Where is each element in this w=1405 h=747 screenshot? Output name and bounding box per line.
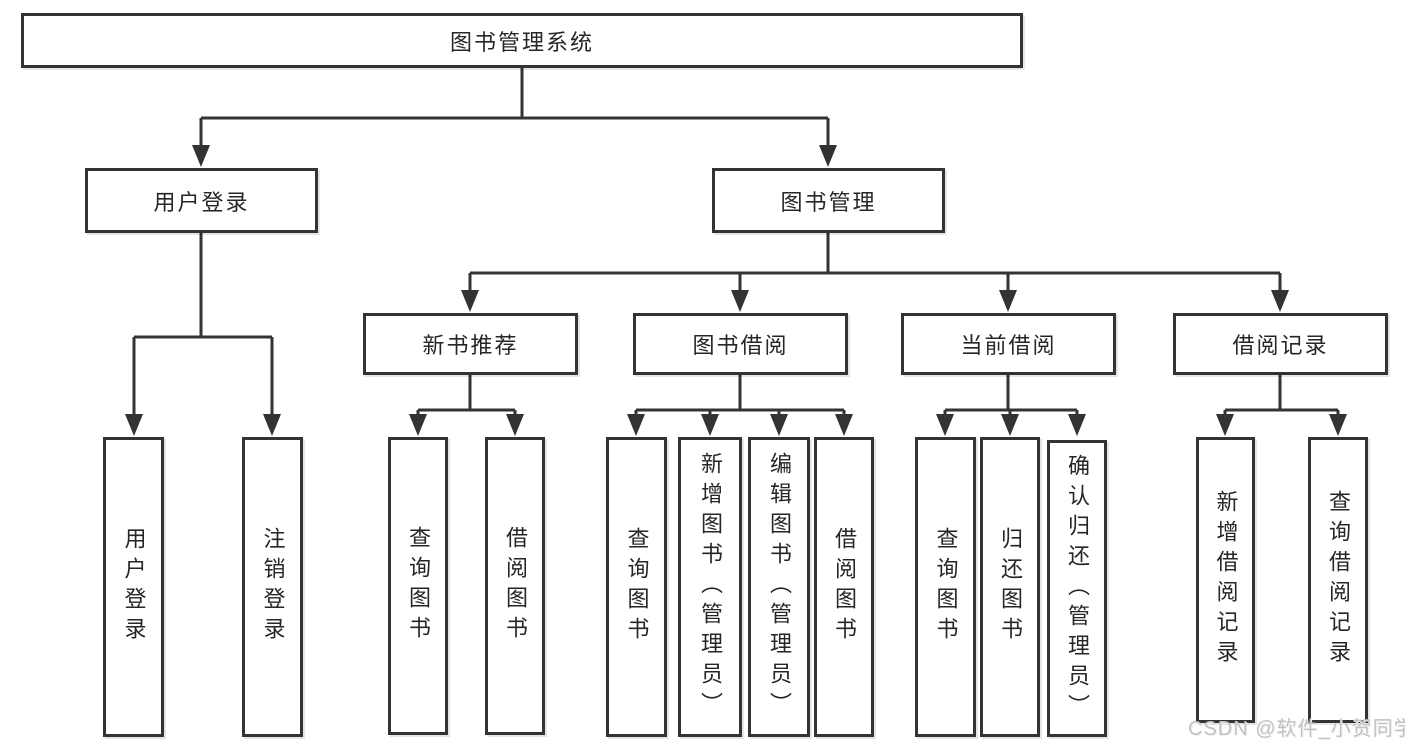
node-current-borrow-label: 当前借阅 — [960, 333, 1057, 358]
leaf-edit-books-admin: 编辑图书（管理员） — [748, 437, 810, 737]
leaf-confirm-return-admin-label: 确认归还（管理员） — [1065, 453, 1090, 724]
csdn-watermark: CSDN @软件_小贺同学 — [1188, 718, 1405, 740]
node-current-borrow: 当前借阅 — [901, 313, 1116, 375]
leaf-query-borrow-record-label: 查询借阅记录 — [1326, 490, 1351, 670]
leaf-return-books-label: 归还图书 — [998, 527, 1023, 647]
leaf-recommend-borrow-books: 借阅图书 — [485, 437, 545, 735]
node-new-book-recommend: 新书推荐 — [363, 313, 578, 375]
leaf-logout-label: 注销登录 — [260, 527, 286, 647]
arrowheads — [125, 145, 1347, 436]
node-book-management: 图书管理 — [712, 168, 945, 233]
node-user-login: 用户登录 — [85, 168, 318, 233]
leaf-logout: 注销登录 — [242, 437, 303, 737]
leaf-current-query-books: 查询图书 — [915, 437, 976, 737]
node-root-label: 图书管理系统 — [449, 29, 594, 55]
leaf-recommend-borrow-books-label: 借阅图书 — [503, 526, 528, 646]
leaf-borrow-query-books: 查询图书 — [606, 437, 667, 737]
leaf-add-books-admin-label: 新增图书（管理员） — [698, 452, 723, 722]
leaf-return-books: 归还图书 — [980, 437, 1040, 737]
node-borrow-records-label: 借阅记录 — [1232, 333, 1329, 358]
node-new-book-recommend-label: 新书推荐 — [422, 333, 519, 358]
leaf-add-books-admin: 新增图书（管理员） — [678, 437, 742, 737]
leaf-user-login: 用户登录 — [103, 437, 164, 737]
leaf-borrow-books-label: 借阅图书 — [832, 527, 857, 647]
node-book-borrow: 图书借阅 — [633, 313, 848, 375]
leaf-add-borrow-record: 新增借阅记录 — [1196, 437, 1255, 723]
leaf-borrow-query-books-label: 查询图书 — [624, 527, 650, 647]
leaf-add-borrow-record-label: 新增借阅记录 — [1213, 490, 1239, 670]
node-book-borrow-label: 图书借阅 — [692, 333, 789, 358]
node-book-management-label: 图书管理 — [780, 189, 877, 215]
node-borrow-records: 借阅记录 — [1173, 313, 1388, 375]
leaf-recommend-query-books: 查询图书 — [388, 437, 448, 735]
node-user-login-label: 用户登录 — [153, 189, 250, 215]
leaf-edit-books-admin-label: 编辑图书（管理员） — [767, 452, 792, 722]
leaf-current-query-books-label: 查询图书 — [933, 527, 959, 647]
leaf-recommend-query-books-label: 查询图书 — [406, 526, 431, 646]
leaf-query-borrow-record: 查询借阅记录 — [1308, 437, 1368, 723]
leaf-confirm-return-admin: 确认归还（管理员） — [1047, 440, 1107, 737]
leaf-borrow-books: 借阅图书 — [814, 437, 874, 737]
node-root: 图书管理系统 — [21, 13, 1023, 68]
leaf-user-login-label: 用户登录 — [121, 527, 147, 647]
